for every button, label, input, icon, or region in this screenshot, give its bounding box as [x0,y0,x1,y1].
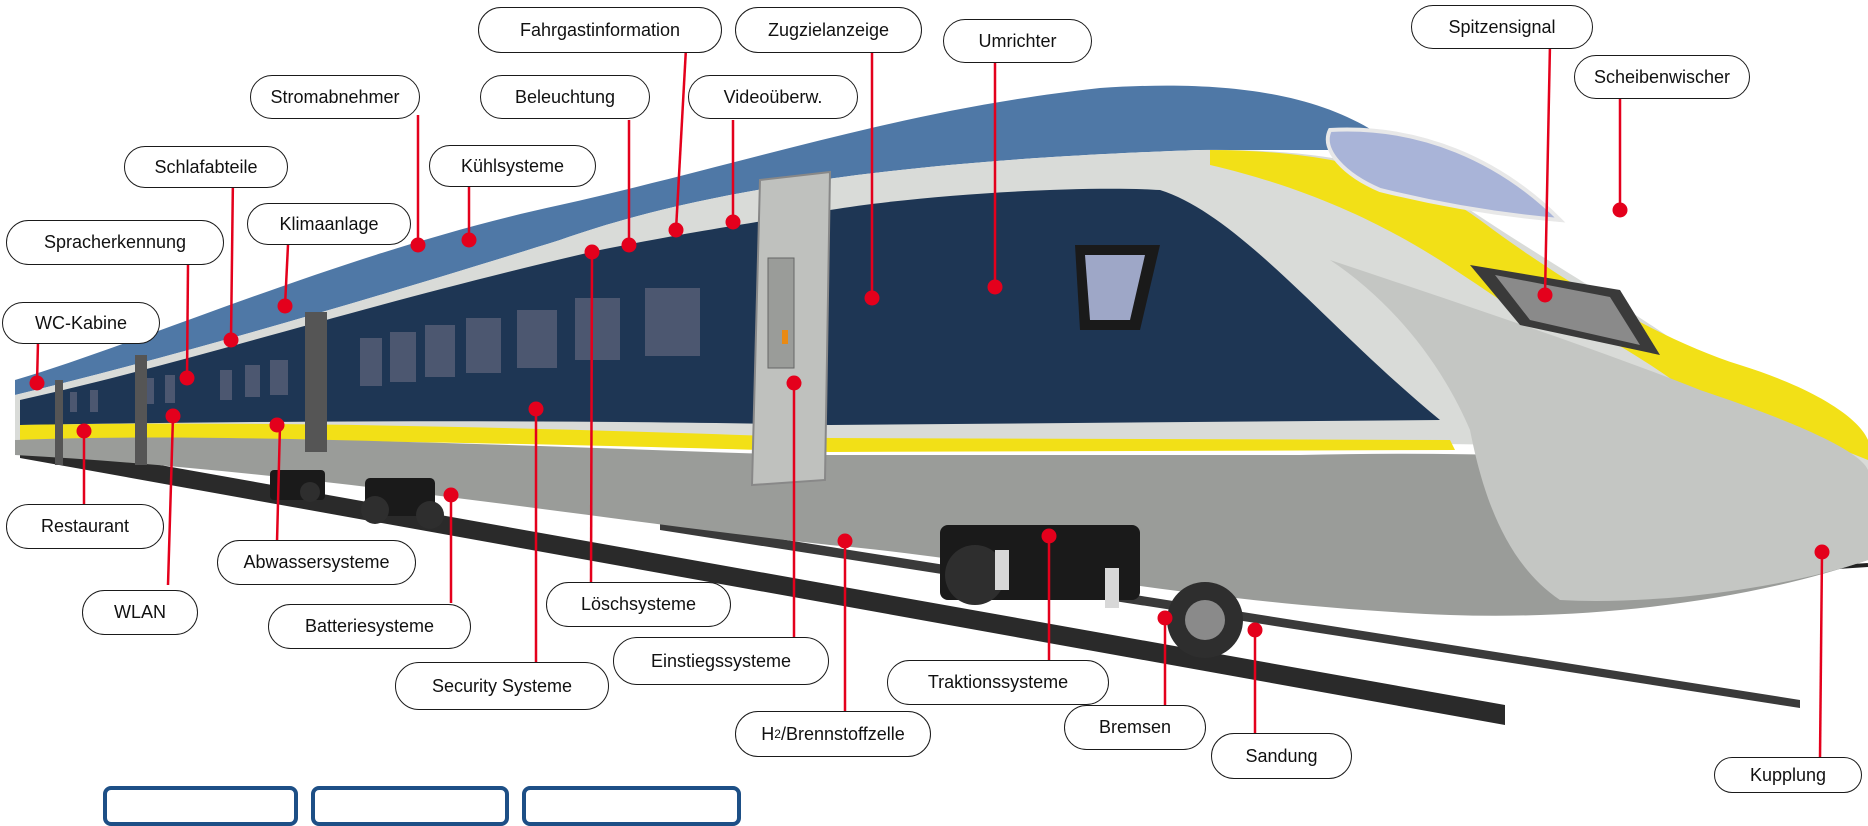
label-beleuchtung: Beleuchtung [480,75,650,119]
nav-button-1[interactable] [103,786,298,826]
label-loeschsysteme: Löschsysteme [546,582,731,627]
label-spitzensignal: Spitzensignal [1411,5,1593,49]
leader-lines [35,43,1824,759]
label-batteriesysteme: Batteriesysteme [268,604,471,649]
bogies [270,470,1243,658]
label-sandung: Sandung [1211,733,1352,779]
label-wlan: WLAN [82,590,198,635]
label-security-systeme: Security Systeme [395,662,609,710]
h2-subscript: 2 [774,727,781,741]
label-schlafabteile: Schlafabteile [124,146,288,188]
cab-side-window-glass [1085,255,1145,320]
label-kuehlsysteme: Kühlsysteme [429,145,596,187]
label-traktionssysteme: Traktionssysteme [887,660,1109,705]
train-illustration [15,43,1868,759]
yellow-trim [20,423,1455,452]
train-roof [15,85,1400,396]
h2-suffix: /Brennstoffzelle [780,723,905,744]
train-diagram: Fahrgastinformation Zugzielanzeige Umric… [2,5,1868,826]
label-bremsen: Bremsen [1064,705,1206,750]
label-scheibenwischer: Scheibenwischer [1574,55,1750,99]
label-abwassersysteme: Abwassersysteme [217,540,416,585]
label-umrichter: Umrichter [943,19,1092,63]
train-skirt [15,437,1868,616]
marker-dots [29,202,1830,638]
label-spracherkennung: Spracherkennung [6,220,224,265]
label-kupplung: Kupplung [1714,757,1862,793]
label-zugzielanzeige: Zugzielanzeige [735,7,922,53]
h2-prefix: H [761,723,775,744]
label-wc-kabine: WC-Kabine [2,302,160,344]
label-einstiegssysteme: Einstiegssysteme [613,637,829,685]
nav-button-2[interactable] [311,786,509,826]
windshield [1326,127,1566,223]
label-stromabnehmer: Stromabnehmer [250,75,420,119]
label-fahrgastinformation: Fahrgastinformation [478,7,722,53]
nose-lower [1330,260,1868,601]
label-klimaanlage: Klimaanlage [247,203,411,245]
car-gaps [55,312,327,465]
nav-button-3[interactable] [522,786,741,826]
label-restaurant: Restaurant [6,504,164,549]
side-windows [70,288,700,412]
headlight-lens [1495,275,1640,345]
label-videoueberwachung: Videoüberw. [688,75,858,119]
